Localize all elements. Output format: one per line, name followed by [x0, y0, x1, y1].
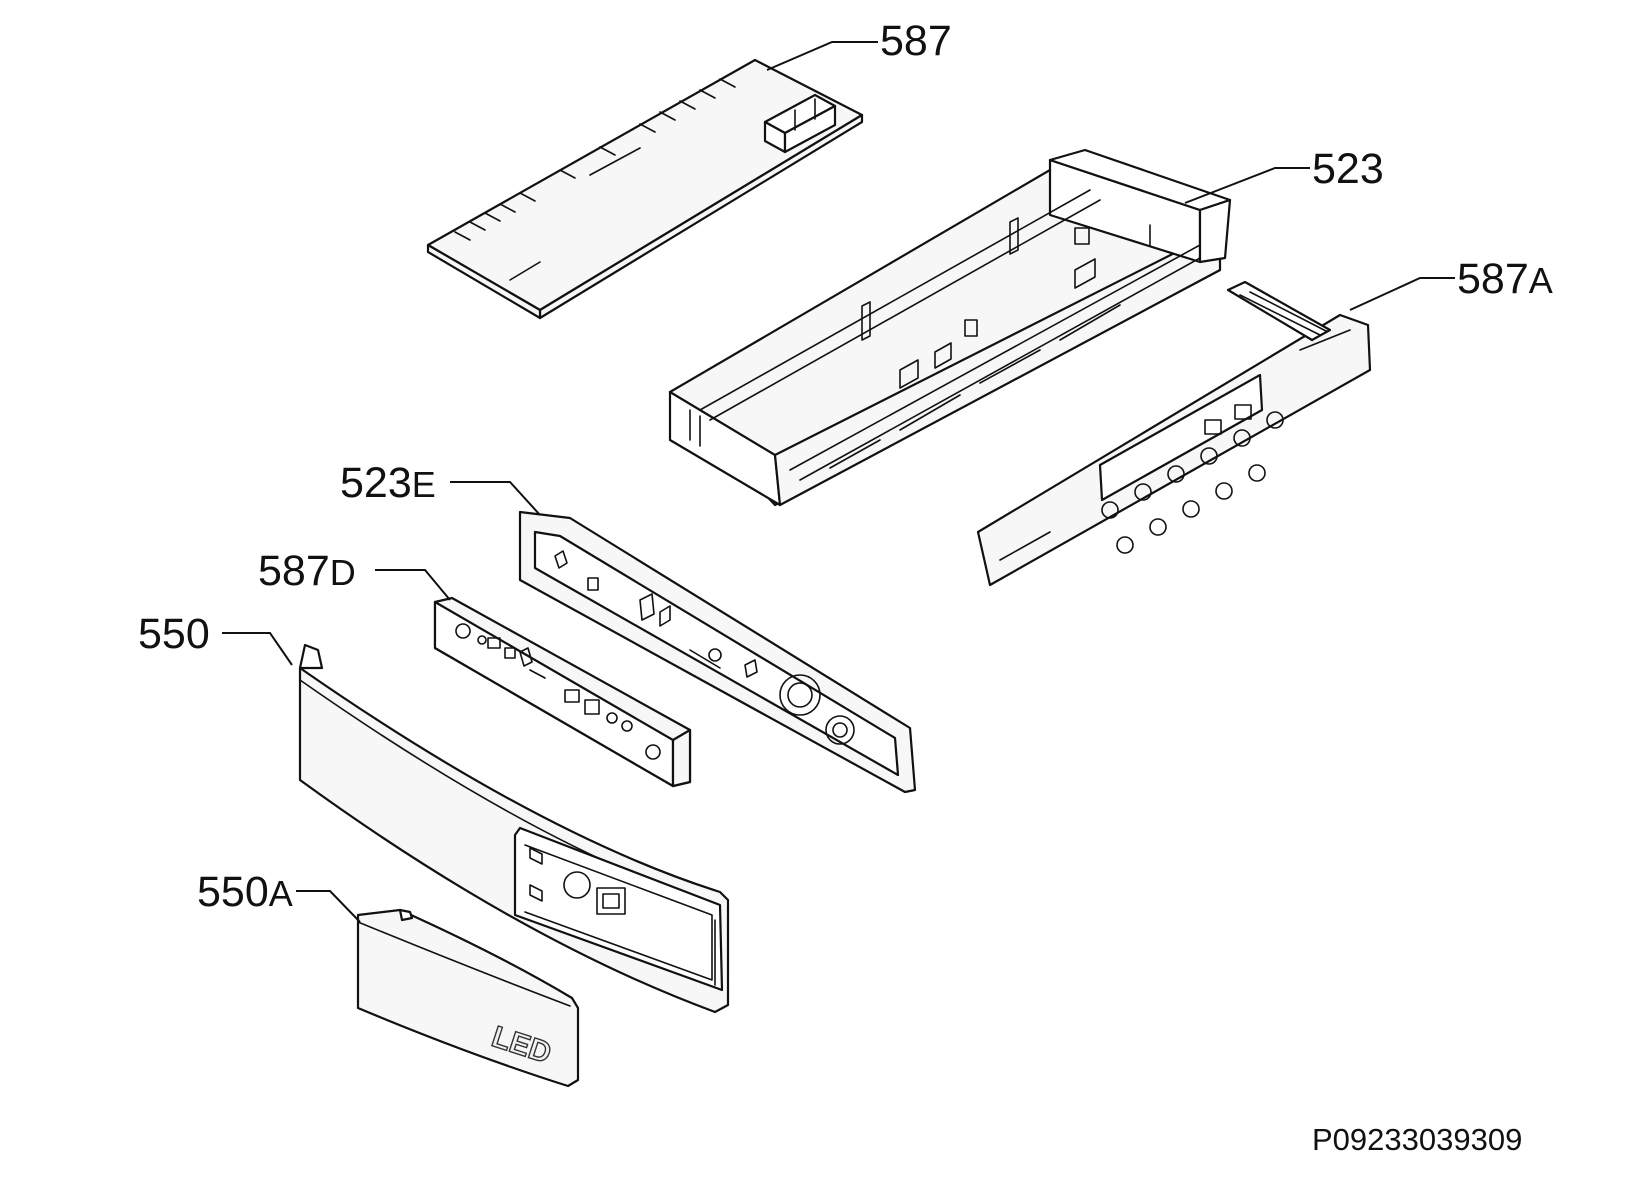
leader-587: [766, 41, 878, 71]
callout-550a-suffix: A: [269, 873, 293, 914]
callout-587d-number: 587: [258, 547, 330, 595]
part-587-pcb: [426, 58, 864, 320]
part-587d-led-board: [433, 596, 692, 788]
leader-550a: [296, 890, 361, 923]
callout-587d-suffix: D: [330, 552, 356, 593]
callout-550a-label: 550A: [197, 868, 293, 916]
callout-550a: 550A: [197, 868, 361, 923]
callout-523e-number: 523: [340, 459, 412, 507]
callout-587d: 587D: [258, 547, 451, 601]
callout-587a-label: 587A: [1457, 255, 1553, 303]
callout-587a-number: 587: [1457, 255, 1529, 303]
callout-550: 550: [138, 610, 293, 666]
callout-523-number: 523: [1312, 145, 1384, 193]
callout-523: 523: [1184, 145, 1384, 204]
callout-523e: 523E: [340, 459, 541, 516]
leader-587d: [375, 569, 451, 601]
callout-587a-suffix: A: [1529, 260, 1553, 301]
part-550a-led-badge: LED: [356, 908, 580, 1088]
callout-523-label: 523: [1312, 145, 1384, 193]
callout-587-number: 587: [880, 17, 952, 65]
leader-587a: [1349, 277, 1455, 311]
leader-523: [1184, 167, 1310, 204]
drawing-code: P09233039309: [1312, 1122, 1522, 1157]
callout-550-number: 550: [138, 610, 210, 658]
callout-523e-suffix: E: [412, 464, 436, 505]
part-523e-frame: [518, 510, 917, 794]
leader-550: [222, 632, 293, 666]
leader-523e: [450, 481, 541, 516]
callout-587d-label: 587D: [258, 547, 356, 595]
part-587a-ui-board: [976, 280, 1372, 587]
part-523-housing: [668, 148, 1232, 507]
part-587-connector: [763, 93, 837, 154]
callout-523e-label: 523E: [340, 459, 436, 507]
callout-587: 587: [766, 17, 952, 71]
callout-550a-number: 550: [197, 868, 269, 916]
part-587a-ribbon-cable: [1226, 280, 1332, 342]
callout-587a: 587A: [1349, 255, 1553, 311]
callout-550-label: 550: [138, 610, 210, 658]
part-550-cover: [298, 643, 730, 1014]
callout-587-label: 587: [880, 17, 952, 65]
